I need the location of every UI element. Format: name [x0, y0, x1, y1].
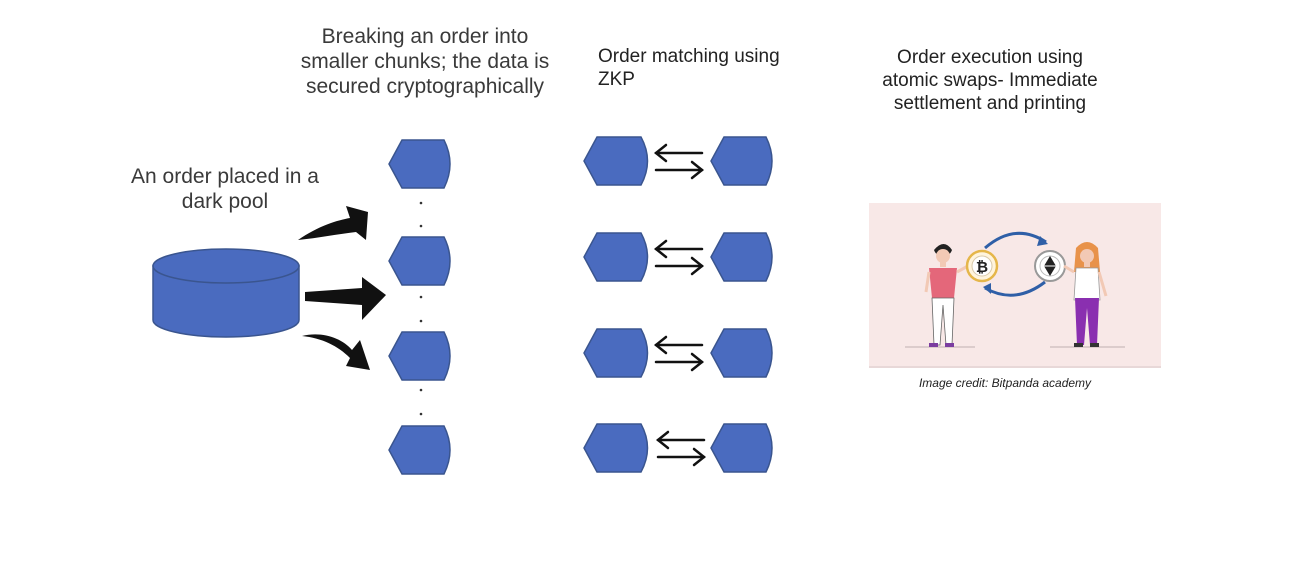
- arrow-to-chunk-2: [305, 277, 386, 320]
- ethereum-icon: [1034, 250, 1066, 282]
- atomic-swap-illustration: ₿: [869, 203, 1161, 368]
- arrow-to-chunk-1: [298, 206, 368, 240]
- exchange-arrows-3: [653, 335, 705, 372]
- match-right-1: [710, 136, 773, 186]
- person-right: [1063, 242, 1108, 347]
- match-left-4: [583, 423, 649, 473]
- label-order-matching: Order matching using ZKP: [598, 46, 780, 90]
- bitcoin-icon: ₿: [965, 249, 999, 283]
- ellipsis-dots: [419, 201, 423, 416]
- exchange-arrows-2: [653, 239, 705, 276]
- match-right-4: [710, 423, 773, 473]
- chunk-1: [388, 139, 451, 189]
- exchange-arrows-1: [653, 143, 705, 180]
- image-credit: Image credit: Bitpanda academy: [918, 376, 1092, 390]
- chunk-4: [388, 425, 451, 475]
- svg-text:₿: ₿: [976, 258, 988, 276]
- match-left-1: [583, 136, 649, 186]
- arrow-to-chunk-3: [302, 334, 370, 370]
- label-order-placed: An order placed in a dark pool: [131, 165, 319, 214]
- dark-pool-database-icon: [152, 248, 300, 338]
- exchange-arrows-4: [655, 430, 707, 467]
- match-right-2: [710, 232, 773, 282]
- match-left-3: [583, 328, 649, 378]
- chunk-3: [388, 331, 451, 381]
- match-left-2: [583, 232, 649, 282]
- chunk-2: [388, 236, 451, 286]
- label-order-execution: Order execution using atomic swaps- Imme…: [882, 47, 1098, 114]
- match-right-3: [710, 328, 773, 378]
- label-breaking-order: Breaking an order into smaller chunks; t…: [300, 25, 550, 99]
